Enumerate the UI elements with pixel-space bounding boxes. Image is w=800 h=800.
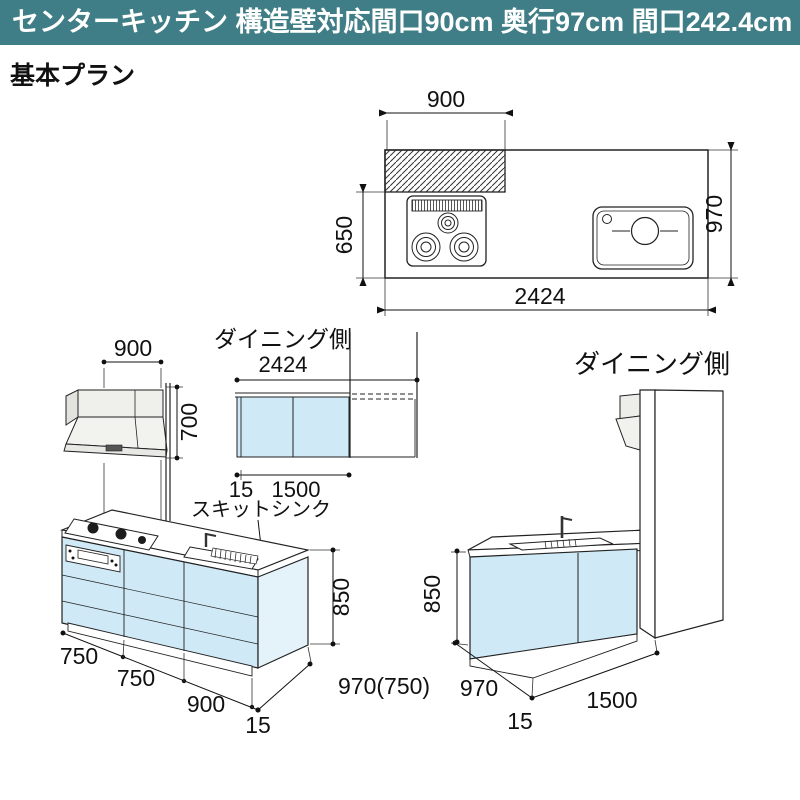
svg-text:1500: 1500	[586, 687, 637, 713]
svg-text:650: 650	[331, 216, 357, 254]
plan-dim-2424: 2424	[376, 278, 717, 316]
base-cabinet-side	[257, 556, 309, 669]
svg-text:15: 15	[229, 477, 253, 502]
grill-door	[77, 549, 109, 565]
dining-cabinet-base	[469, 633, 638, 679]
dish-rack	[210, 547, 259, 565]
svg-text:970: 970	[460, 675, 498, 701]
front-dim-850: 850	[310, 547, 354, 647]
hood-side	[65, 389, 79, 426]
sheet-title: センターキッチン 構造壁対応間口90cm 奥行97cm 間口242.4cm	[12, 7, 793, 37]
dining-side-label-mid: ダイニング側	[214, 326, 352, 352]
drawer-line-2	[61, 600, 259, 645]
dining-dim-970: 970 15	[452, 640, 535, 734]
plan-view: 900 650 970 2424	[331, 86, 738, 316]
svg-text:900: 900	[187, 691, 225, 717]
plan-dim-900: 900	[378, 86, 514, 150]
dining-dim-1500: 1500	[531, 639, 660, 713]
burner-right	[449, 232, 479, 262]
svg-text:970(750): 970(750)	[338, 673, 430, 699]
hood-dim-700: 700	[166, 384, 202, 461]
dining-side-3d-view: ダイニング側	[419, 349, 730, 734]
sheet-header: センターキッチン 構造壁対応間口90cm 奥行97cm 間口242.4cm	[0, 0, 800, 45]
dining-sink	[508, 516, 614, 551]
svg-text:2424: 2424	[514, 283, 565, 309]
elev-2424-label: 2424	[259, 352, 308, 377]
hood-dim-900: 900	[101, 335, 164, 526]
plan-dim-970: 970	[701, 141, 738, 287]
grill-vent	[411, 199, 483, 212]
svg-text:15: 15	[507, 708, 533, 734]
dining-side-label: ダイニング側	[574, 349, 730, 379]
dining-dim-850: 850	[419, 548, 469, 646]
hood-controls	[105, 444, 123, 452]
svg-text:スキットシンク: スキットシンク	[191, 498, 331, 521]
drawer-line-1	[61, 574, 259, 618]
kick-board	[67, 622, 253, 677]
range-hood-elevation: 900 700	[63, 335, 202, 526]
svg-text:900: 900	[114, 335, 152, 361]
front-dim-depth: 970(750)	[255, 646, 430, 713]
svg-text:750: 750	[60, 643, 98, 669]
svg-text:850: 850	[419, 575, 445, 613]
faucet-hole	[602, 214, 612, 224]
structural-wall-hatch	[384, 149, 506, 193]
wall-cabinet-elevation: ダイニング側 2424 15 1500	[191, 326, 420, 560]
burner-left	[411, 232, 441, 262]
hood-upper-box	[77, 389, 164, 418]
sink-drain	[630, 216, 660, 246]
sink-3d	[183, 533, 259, 570]
elev-dim-15-1500: 15 1500	[229, 470, 352, 502]
sink-plan	[592, 206, 694, 270]
svg-text:900: 900	[427, 86, 465, 112]
cooktop-top-3d	[64, 518, 159, 551]
svg-text:850: 850	[328, 578, 354, 616]
svg-text:700: 700	[176, 403, 202, 441]
structural-wall-front	[654, 389, 724, 639]
front-dim-run: 750 750 900 15	[60, 630, 271, 738]
plan-title: 基本プラン	[10, 62, 136, 90]
burner-small	[437, 212, 459, 234]
structural-wall-side	[639, 389, 656, 640]
svg-text:750: 750	[117, 665, 155, 691]
hood-behind-wall	[615, 393, 641, 451]
svg-text:15: 15	[245, 712, 271, 738]
svg-text:970: 970	[701, 195, 727, 233]
cooktop-plan	[406, 195, 487, 267]
svg-text:1500: 1500	[272, 477, 321, 502]
plan-dim-650: 650	[331, 183, 385, 287]
kitchen-3d-front-view: 850 750 750 900 15	[60, 509, 430, 738]
cooktop-front-panel	[65, 544, 121, 573]
